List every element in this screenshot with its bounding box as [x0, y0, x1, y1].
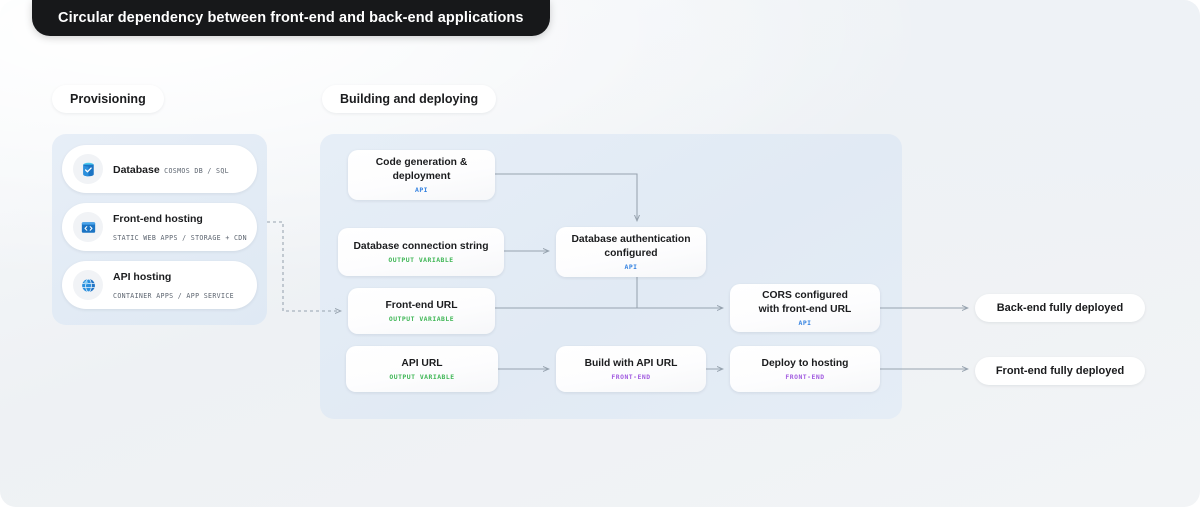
- node-tag: API: [624, 263, 638, 272]
- node-tag: API: [414, 186, 429, 195]
- service-card-database[interactable]: Database COSMOS DB / SQL: [62, 145, 257, 193]
- node-title: Front-end URL: [385, 299, 458, 311]
- service-card-front-end-hosting[interactable]: Front-end hosting STATIC WEB APPS / STOR…: [62, 203, 257, 251]
- flow-node-cors-configured[interactable]: CORS configured with front-end URL API: [730, 284, 880, 332]
- node-tag: FRONT-END: [611, 373, 651, 382]
- node-tag: OUTPUT VARIABLE: [389, 373, 455, 382]
- service-title: Front-end hosting: [113, 213, 203, 225]
- flow-node-build-with-api-url[interactable]: Build with API URL FRONT-END: [556, 346, 706, 392]
- globe-icon: [73, 270, 103, 300]
- flow-node-api-url[interactable]: API URL OUTPUT VARIABLE: [346, 346, 498, 392]
- outcome-front-end-fully-deployed: Front-end fully deployed: [975, 357, 1145, 385]
- flow-node-database-connection-string[interactable]: Database connection string OUTPUT VARIAB…: [338, 228, 504, 276]
- outcome-back-end-fully-deployed: Back-end fully deployed: [975, 294, 1145, 322]
- flow-node-database-authentication-configured[interactable]: Database authentication configured API: [556, 227, 706, 277]
- node-title: API URL: [401, 357, 443, 369]
- node-title: Database connection string: [353, 240, 489, 252]
- section-label-provisioning: Provisioning: [52, 85, 164, 113]
- node-title: Code generation & deployment: [375, 156, 468, 182]
- node-tag: OUTPUT VARIABLE: [388, 315, 455, 324]
- service-subtitle: STATIC WEB APPS / STORAGE + CDN: [113, 234, 247, 242]
- service-subtitle: COSMOS DB / SQL: [164, 167, 229, 175]
- node-title: Build with API URL: [584, 357, 678, 369]
- node-title: Database authentication configured: [571, 233, 691, 259]
- service-title: API hosting: [113, 271, 172, 283]
- flow-node-deploy-to-hosting[interactable]: Deploy to hosting FRONT-END: [730, 346, 880, 392]
- database-icon: [73, 154, 103, 184]
- node-tag: API: [798, 319, 812, 328]
- node-title: CORS configured with front-end URL: [758, 289, 852, 315]
- section-label-building-and-deploying: Building and deploying: [322, 85, 497, 113]
- flow-node-code-generation-deployment[interactable]: Code generation & deployment API: [348, 150, 495, 200]
- node-tag: FRONT-END: [785, 373, 825, 382]
- code-window-icon: [73, 212, 103, 242]
- diagram-title: Circular dependency between front-end an…: [32, 0, 550, 36]
- node-tag: OUTPUT VARIABLE: [388, 256, 454, 265]
- flow-node-front-end-url[interactable]: Front-end URL OUTPUT VARIABLE: [348, 288, 495, 334]
- service-subtitle: CONTAINER APPS / APP SERVICE: [113, 292, 234, 300]
- service-card-api-hosting[interactable]: API hosting CONTAINER APPS / APP SERVICE: [62, 261, 257, 309]
- node-title: Deploy to hosting: [761, 357, 849, 369]
- service-title: Database: [113, 164, 160, 176]
